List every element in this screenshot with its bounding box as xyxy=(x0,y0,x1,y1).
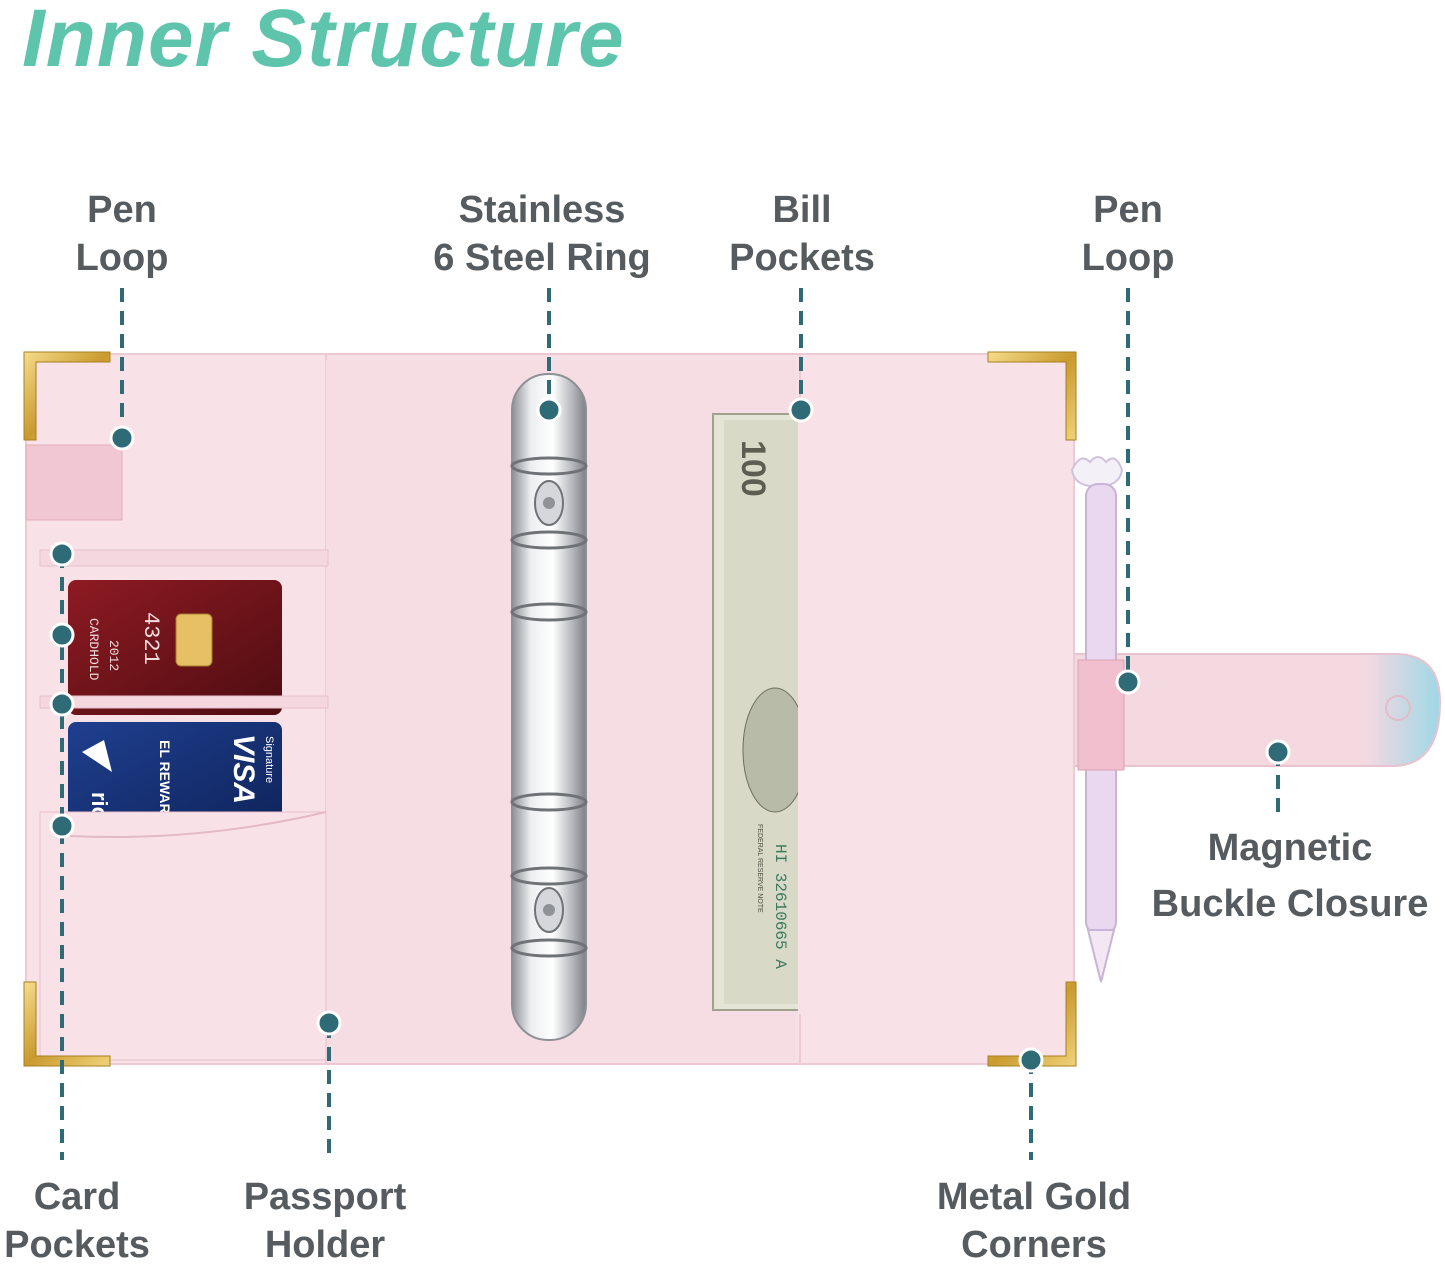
label-steel-ring: Stainless 6 Steel Ring xyxy=(412,186,672,282)
label-magnetic-buckle-line1: Magnetic xyxy=(1207,827,1373,869)
label-passport-holder: Passport Holder xyxy=(230,1173,420,1269)
bill-pocket: 100 HI 32610665 A FEDERAL RESERVE NOTE xyxy=(712,413,808,1014)
label-card-pockets: Card Pockets xyxy=(0,1173,154,1269)
label-steel-ring-line2: 6 Steel Ring xyxy=(433,237,651,279)
label-pen-loop-left-line1: Pen xyxy=(87,189,157,231)
card-blue-sub: Signature xyxy=(263,736,275,783)
bill-serial: HI 32610665 A xyxy=(771,844,789,969)
label-card-pockets-line2: Pockets xyxy=(4,1224,150,1266)
ring-mechanism-icon xyxy=(510,373,588,1041)
label-pen-loop-right-line1: Pen xyxy=(1093,189,1163,231)
callout-lines xyxy=(60,288,1280,1160)
label-pen-loop-right: Pen Loop xyxy=(1058,186,1198,282)
pen-icon xyxy=(1070,456,1125,983)
label-magnetic-buckle-line2: Buckle Closure xyxy=(1151,883,1429,925)
label-magnetic-buckle: Magnetic Buckle Closure xyxy=(1140,820,1440,932)
label-pen-loop-left: Pen Loop xyxy=(52,186,192,282)
passport-pocket xyxy=(39,811,327,1061)
label-metal-corners-line2: Corners xyxy=(961,1224,1107,1266)
callout-dots xyxy=(49,397,1291,1073)
card-pockets: 4321 2012 CARDHOLD VISA Signature EL REW… xyxy=(39,549,329,1061)
card-red-holder: CARDHOLD xyxy=(86,618,101,681)
label-bill-pockets-line2: Pockets xyxy=(729,237,875,279)
bill-denomination: 100 xyxy=(734,440,772,497)
bill-issuer: FEDERAL RESERVE NOTE xyxy=(756,824,763,913)
card-blue-program: EL REWARDS xyxy=(157,740,173,833)
pen-loop-left xyxy=(25,444,123,521)
magnetic-buckle-strap[interactable] xyxy=(1069,653,1442,767)
label-metal-corners-line1: Metal Gold xyxy=(936,1176,1132,1218)
card-blue-brand: VISA xyxy=(227,734,260,804)
card-red-year: 2012 xyxy=(106,640,121,671)
label-pen-loop-left-line2: Loop xyxy=(75,237,169,279)
label-card-pockets-line1: Card xyxy=(33,1176,121,1218)
metal-gold-corners xyxy=(23,351,1077,1067)
label-bill-pockets: Bill Pockets xyxy=(712,186,892,282)
label-steel-ring-line1: Stainless xyxy=(458,189,626,231)
label-pen-loop-right-line2: Loop xyxy=(1081,237,1175,279)
card-red-number: 4321 xyxy=(138,612,163,665)
page-title: Inner Structure xyxy=(22,0,625,84)
label-bill-pockets-line1: Bill xyxy=(772,189,832,231)
label-passport-holder-line1: Passport xyxy=(243,1176,407,1218)
label-metal-corners: Metal Gold Corners xyxy=(922,1173,1146,1269)
credit-card-red: 4321 2012 CARDHOLD xyxy=(68,580,282,715)
label-passport-holder-line2: Holder xyxy=(264,1224,386,1266)
